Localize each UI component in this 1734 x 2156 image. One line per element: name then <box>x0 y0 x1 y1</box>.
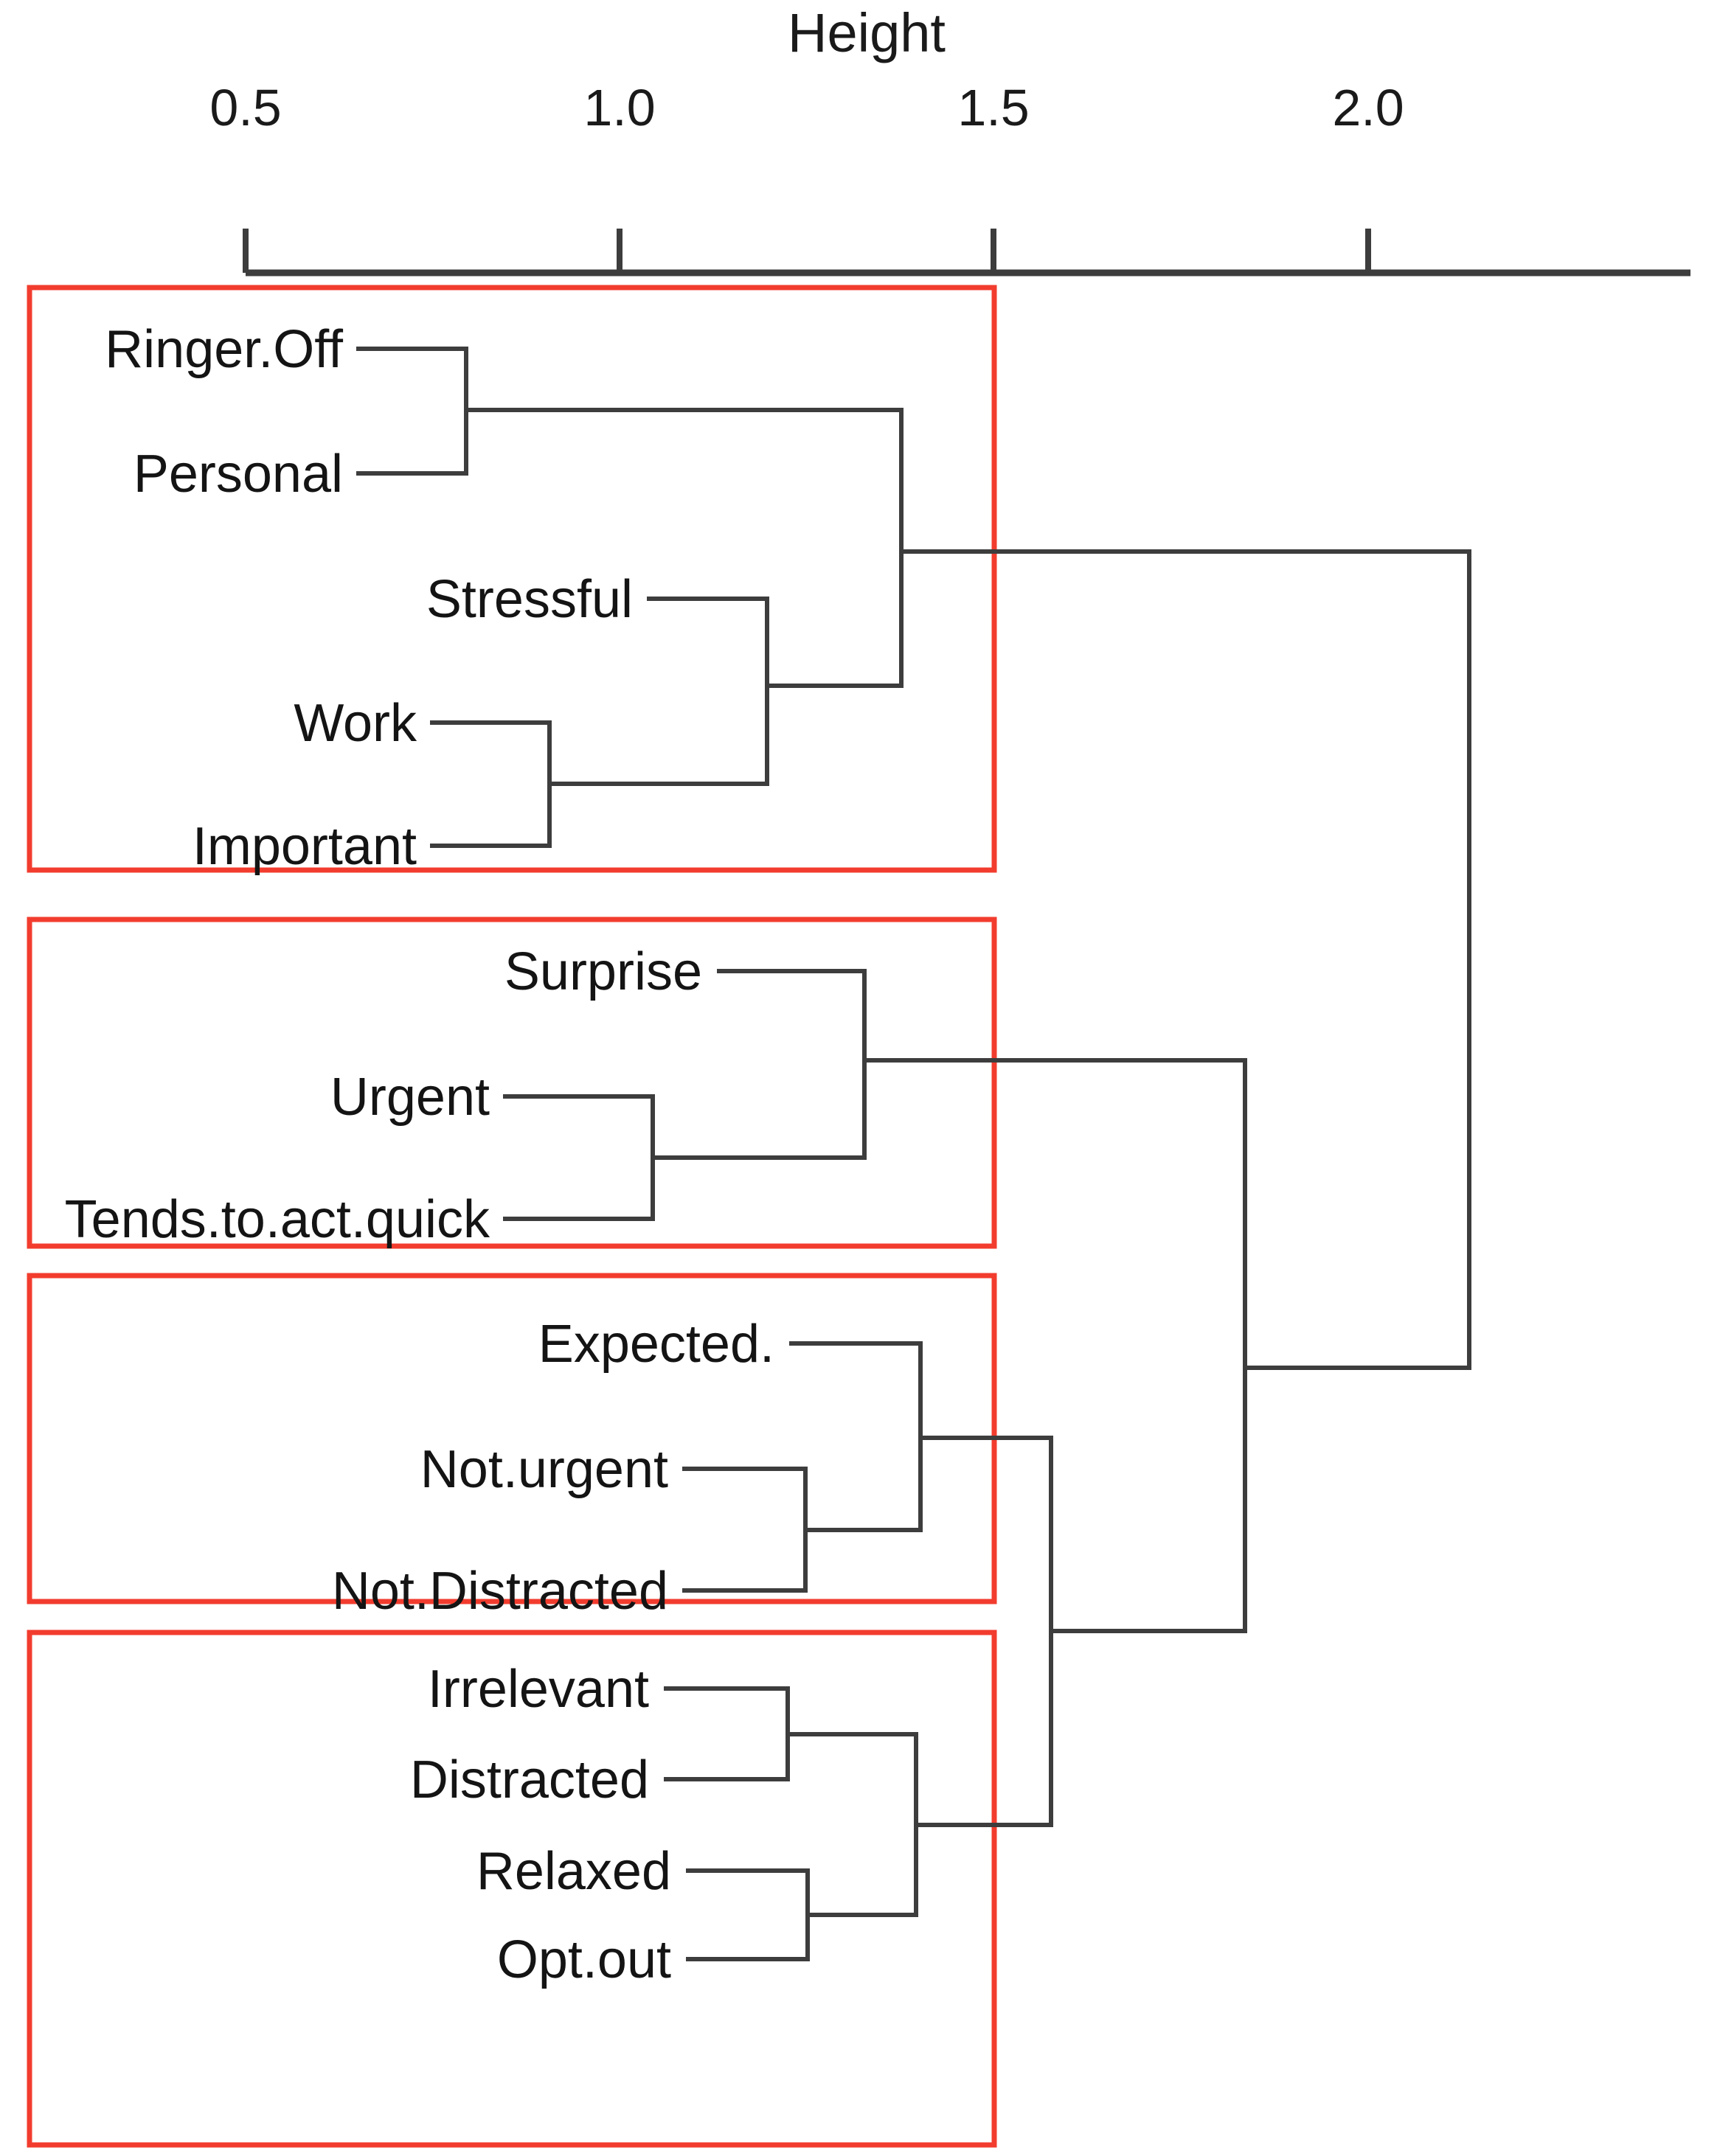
link-root <box>901 549 1471 1370</box>
link-relaxed-optout <box>686 1868 810 1961</box>
link-ringeroff-personal <box>356 347 468 476</box>
link-stressful-workimportant <box>549 597 769 786</box>
link-cluster1-root <box>466 408 904 688</box>
tick-label-3: 2.0 <box>1332 79 1404 136</box>
leaf-label-surprise: Surprise <box>504 942 702 1001</box>
leaf-label-not-distracted: Not.Distracted <box>332 1562 668 1621</box>
leaf-label-expected: Expected. <box>538 1315 774 1374</box>
dendrogram-links <box>356 347 1471 1961</box>
leaf-label-stressful: Stressful <box>426 570 633 629</box>
leaf-label-personal: Personal <box>133 445 343 504</box>
link-work-important <box>430 720 552 848</box>
leaf-label-tends-to-act-quick: Tends.to.act.quick <box>65 1190 490 1249</box>
leaf-label-relaxed: Relaxed <box>476 1842 671 1901</box>
cluster-box-2 <box>27 917 997 1249</box>
leaf-label-ringer-off: Ringer.Off <box>105 320 344 379</box>
link-expected-notgroup <box>789 1341 923 1532</box>
cluster-box-1 <box>27 285 997 873</box>
top-axis <box>243 229 1690 277</box>
leaf-label-work: Work <box>294 694 417 753</box>
leaf-label-distracted: Distracted <box>410 1750 649 1809</box>
link-cluster2-rest <box>864 1058 1247 1633</box>
leaf-label-important: Important <box>193 817 417 876</box>
link-surprise-urgenttends <box>653 969 867 1160</box>
leaf-labels: Ringer.Off Personal Stressful Work Impor… <box>65 320 774 1989</box>
leaf-label-not-urgent: Not.urgent <box>420 1440 668 1499</box>
cluster-box-3 <box>27 1273 997 1604</box>
leaf-label-opt-out: Opt.out <box>497 1930 671 1989</box>
tick-label-0: 0.5 <box>209 79 281 136</box>
leaf-label-urgent: Urgent <box>330 1068 490 1127</box>
tick-label-1: 1.0 <box>583 79 655 136</box>
link-noturgent-notdistracted <box>682 1467 808 1593</box>
cluster-boxes <box>27 285 997 2148</box>
axis-title: Height <box>788 2 946 63</box>
tick-label-2: 1.5 <box>957 79 1029 136</box>
link-urgent-tends <box>503 1094 655 1221</box>
link-irrelevant-distracted <box>664 1686 790 1781</box>
cluster-box-4 <box>27 1630 997 2148</box>
leaf-label-irrelevant: Irrelevant <box>428 1660 649 1719</box>
